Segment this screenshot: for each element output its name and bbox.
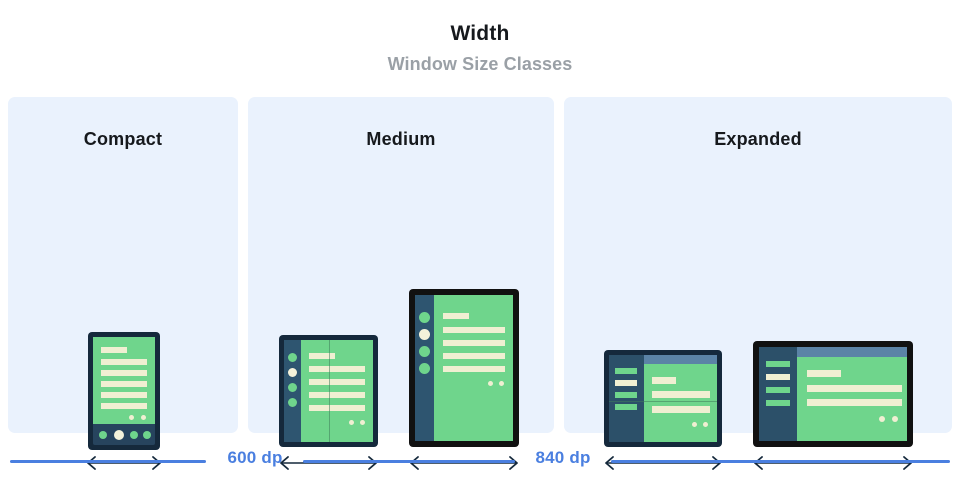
- action-dot: [692, 422, 697, 427]
- drawer-item[interactable]: [766, 361, 790, 367]
- drawer-item[interactable]: [766, 400, 790, 406]
- action-dot: [703, 422, 708, 427]
- top-app-bar: [644, 355, 717, 364]
- action-dot: [349, 420, 354, 425]
- page-subtitle: Window Size Classes: [387, 54, 573, 74]
- content-bar: [652, 406, 710, 413]
- size-class-panels: Compact Medium Expanded: [0, 97, 960, 470]
- rail-item-dot[interactable]: [419, 346, 430, 357]
- content-bar: [101, 392, 147, 398]
- top-app-bar: [797, 347, 907, 357]
- nav-item-dot[interactable]: [143, 431, 151, 439]
- nav-item-dot-active[interactable]: [114, 430, 124, 440]
- tablet-screen: [434, 295, 513, 441]
- content-bar: [652, 391, 710, 398]
- content-bar: [309, 392, 365, 398]
- content-bar: [807, 399, 902, 406]
- page-title: Width: [450, 22, 510, 45]
- breakpoint-line-segment: [611, 460, 950, 463]
- tablet-screen: [797, 347, 907, 441]
- content-bar: [807, 385, 902, 392]
- rail-item-dot-active[interactable]: [419, 329, 430, 340]
- content-bar: [101, 370, 147, 376]
- phone-device: [88, 332, 160, 450]
- foldable-screen: [644, 355, 717, 442]
- width-arrow-foldable-landscape: [602, 454, 724, 472]
- action-dot: [488, 381, 493, 386]
- breakpoint-legend: 600 dp 840 dp: [0, 448, 960, 494]
- navigation-rail: [415, 295, 434, 441]
- tablet-landscape-device: [753, 341, 913, 447]
- fold-crease-line: [609, 401, 717, 402]
- rail-item-dot-active[interactable]: [288, 368, 297, 377]
- rail-item-dot[interactable]: [288, 353, 297, 362]
- rail-item-dot[interactable]: [419, 312, 430, 323]
- navigation-rail: [284, 340, 301, 442]
- drawer-item-active[interactable]: [766, 374, 790, 380]
- drawer-item-active[interactable]: [615, 380, 637, 386]
- phone-bottom-navigation-bar: [93, 424, 155, 445]
- width-arrow-phone: [84, 454, 164, 472]
- content-bar: [443, 340, 505, 346]
- width-arrow-foldable-unfolded: [277, 454, 380, 472]
- rail-item-dot[interactable]: [288, 398, 297, 407]
- content-bar: [652, 377, 676, 384]
- drawer-item[interactable]: [615, 404, 637, 410]
- nav-item-dot[interactable]: [99, 431, 107, 439]
- foldable-unfolded-device: [279, 335, 378, 447]
- drawer-item[interactable]: [615, 392, 637, 398]
- content-bar: [443, 353, 505, 359]
- panel-title-compact: Compact: [83, 129, 163, 149]
- rail-item-dot[interactable]: [419, 363, 430, 374]
- drawer-item[interactable]: [766, 387, 790, 393]
- nav-item-dot[interactable]: [130, 431, 138, 439]
- content-bar: [101, 403, 147, 409]
- breakpoint-line-segment: [10, 460, 206, 463]
- header: Width Window Size Classes: [0, 0, 960, 95]
- action-dot: [360, 420, 365, 425]
- panel-title-expanded: Expanded: [714, 129, 802, 149]
- foldable-landscape-device: [604, 350, 722, 447]
- content-bar: [101, 359, 147, 365]
- panel-title-medium: Medium: [366, 129, 436, 149]
- breakpoint-label-600dp: 600 dp: [227, 448, 283, 467]
- tablet-portrait-device: [409, 289, 519, 447]
- action-dot: [879, 416, 885, 422]
- content-bar: [443, 327, 505, 333]
- content-bar: [807, 370, 841, 377]
- content-bar: [309, 405, 365, 411]
- phone-screen: [93, 337, 155, 424]
- action-dot: [892, 416, 898, 422]
- foldable-screen: [301, 340, 373, 442]
- navigation-drawer: [759, 347, 797, 441]
- action-dot: [141, 415, 146, 420]
- action-dot: [499, 381, 504, 386]
- content-bar: [309, 353, 335, 359]
- content-bar: [443, 313, 469, 319]
- content-bar: [309, 366, 365, 372]
- navigation-drawer: [609, 355, 644, 442]
- content-bar: [309, 379, 365, 385]
- action-dot: [129, 415, 134, 420]
- breakpoint-label-840dp: 840 dp: [535, 448, 591, 467]
- content-bar: [101, 381, 147, 387]
- width-arrow-tablet-landscape: [751, 454, 915, 472]
- drawer-item[interactable]: [615, 368, 637, 374]
- content-bar: [443, 366, 505, 372]
- rail-item-dot[interactable]: [288, 383, 297, 392]
- breakpoint-line-segment: [303, 460, 515, 463]
- content-bar: [101, 347, 127, 353]
- width-arrow-tablet-portrait: [407, 454, 521, 472]
- fold-crease-line: [329, 340, 330, 442]
